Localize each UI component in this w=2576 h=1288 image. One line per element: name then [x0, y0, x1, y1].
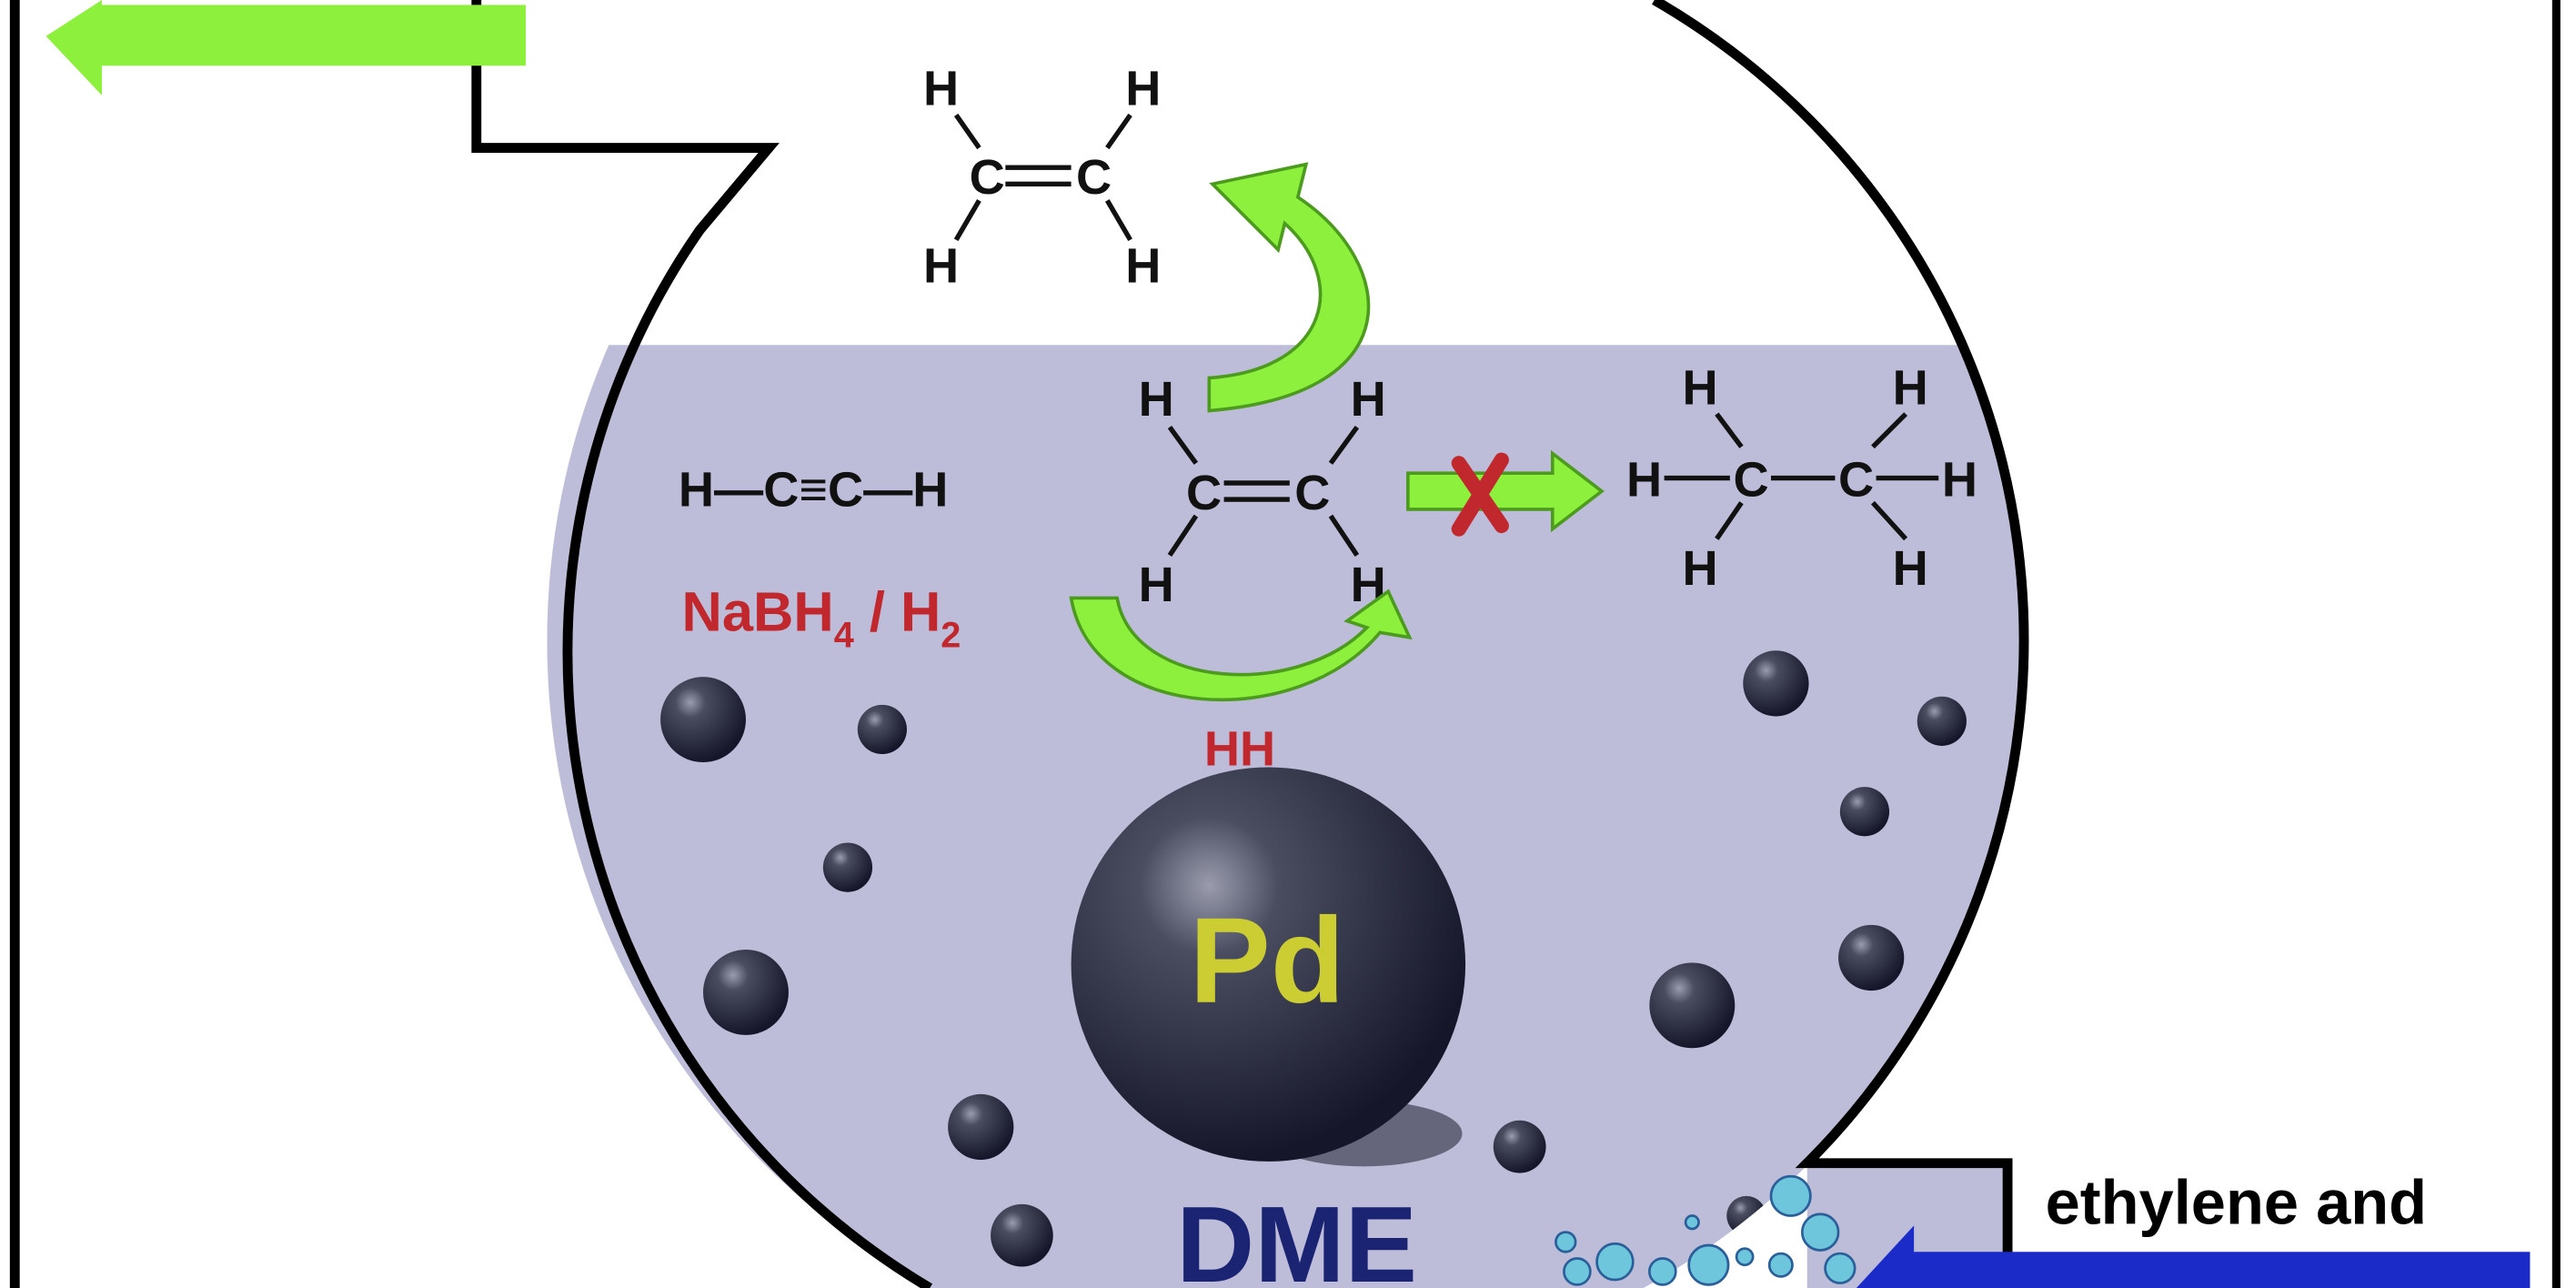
svg-text:H: H — [1682, 541, 1717, 596]
blocked-hydrogenation-arrow — [1406, 449, 1605, 533]
svg-text:C: C — [1294, 466, 1330, 520]
svg-text:H: H — [1893, 360, 1928, 415]
svg-text:H: H — [1893, 541, 1928, 596]
svg-text:H: H — [1125, 239, 1161, 294]
svg-text:H: H — [1125, 62, 1161, 116]
blocked-x-icon — [1451, 452, 1509, 537]
svg-text:C: C — [1838, 452, 1874, 507]
svg-text:H: H — [1351, 372, 1386, 427]
gas-bubbles — [1555, 1174, 1857, 1286]
inlet-label: ethylene and — [2046, 1168, 2427, 1238]
svg-text:C: C — [970, 150, 1005, 205]
svg-text:H: H — [1139, 372, 1174, 427]
pd-nanoparticles — [660, 650, 1967, 1267]
svg-text:C: C — [1186, 466, 1222, 520]
svg-text:H: H — [1942, 452, 1977, 507]
hydrogen-pair: HH — [1204, 722, 1275, 777]
outlet-arrow — [45, 0, 526, 96]
acetylene-molecule: H—C≡C—H — [679, 462, 948, 517]
svg-text:H: H — [1139, 558, 1174, 612]
solvent-label: DME — [1176, 1184, 1417, 1288]
reagent-label: NaBH4 / H2 — [682, 581, 961, 656]
svg-text:C: C — [1076, 150, 1112, 205]
ethane-molecule: H H H H H H C C — [1626, 360, 1977, 596]
pd-label: Pd — [1190, 893, 1345, 1029]
svg-text:H: H — [1626, 452, 1662, 507]
desorption-arrow — [1207, 162, 1371, 413]
svg-text:H: H — [923, 62, 959, 116]
svg-text:H: H — [923, 239, 959, 294]
ethylene-gas-molecule: H H H H C C — [923, 62, 1161, 294]
svg-text:H: H — [1682, 360, 1717, 415]
flask-outline — [471, 0, 2029, 1288]
hydrogenation-arrow — [1069, 589, 1413, 702]
ethylene-adsorbed-molecule: H H H H C C — [1139, 372, 1386, 612]
svg-text:C: C — [1733, 452, 1768, 507]
inlet-arrow — [1856, 1225, 2531, 1288]
pd-sphere — [1071, 767, 1466, 1162]
